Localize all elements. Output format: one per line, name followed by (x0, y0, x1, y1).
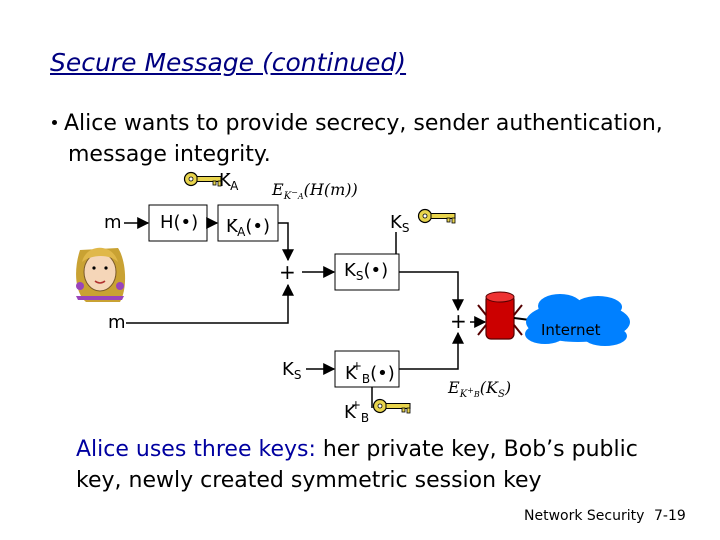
arrow-ks-to-plus (399, 271, 464, 312)
arrow-kb-to-plus (399, 331, 464, 370)
ka-private-key-label: K-A (219, 166, 239, 193)
bullet-line-2: message integrity. (68, 142, 271, 167)
ks-bottom-label: KS (282, 359, 302, 382)
kb-encrypt-box (334, 350, 400, 388)
formula-encrypted-session-key: EK+B(KS) (448, 378, 512, 401)
ks-session-key-icon (417, 208, 456, 224)
sign-box (217, 204, 279, 242)
internet-cloud-icon (525, 294, 630, 346)
summary-highlight: Alice uses three keys: (76, 437, 316, 462)
bullet-dot (52, 120, 57, 125)
message-label-top: m (104, 212, 122, 233)
summary-line-2: key, newly created symmetric session key (76, 468, 542, 493)
bullet-line-1: Alice wants to provide secrecy, sender a… (64, 111, 663, 136)
message-label-bottom: m (108, 312, 126, 333)
summary-text: Alice uses three keys: her private key, … (76, 434, 638, 496)
kb-encrypt-box-label: K+B(•) (345, 359, 395, 386)
ks-session-key-label: KS (390, 212, 410, 235)
slide-title: Secure Message (continued) (50, 48, 407, 77)
formula-signed-hash: EK−A(H(m)) (272, 180, 358, 203)
bullet-text: Alice wants to provide secrecy, sender a… (64, 108, 663, 170)
footer-page-number: 7-19 (654, 508, 686, 524)
kb-public-key-label: K+B (344, 398, 370, 425)
summary-line-1: Alice uses three keys: her private key, … (76, 434, 638, 465)
router-icon (477, 291, 523, 340)
sign-box-label: K-A(•) (226, 212, 271, 239)
kb-public-key-icon (372, 398, 411, 414)
plus-top: + (279, 260, 296, 284)
hash-box-label: H(•) (160, 212, 199, 233)
internet-label: Internet (541, 321, 601, 339)
arrow-sign-to-plus (278, 222, 294, 262)
ks-encrypt-box (334, 253, 400, 291)
footer-label: Network Security (524, 508, 645, 524)
ks-encrypt-box-label: KS(•) (344, 260, 389, 283)
plus-right: + (450, 309, 467, 333)
summary-line-1-rest: her private key, Bob’s public (315, 437, 638, 462)
arrow-m-to-plus (126, 283, 294, 324)
ka-private-key-icon (183, 171, 222, 187)
alice-icon (76, 247, 126, 302)
